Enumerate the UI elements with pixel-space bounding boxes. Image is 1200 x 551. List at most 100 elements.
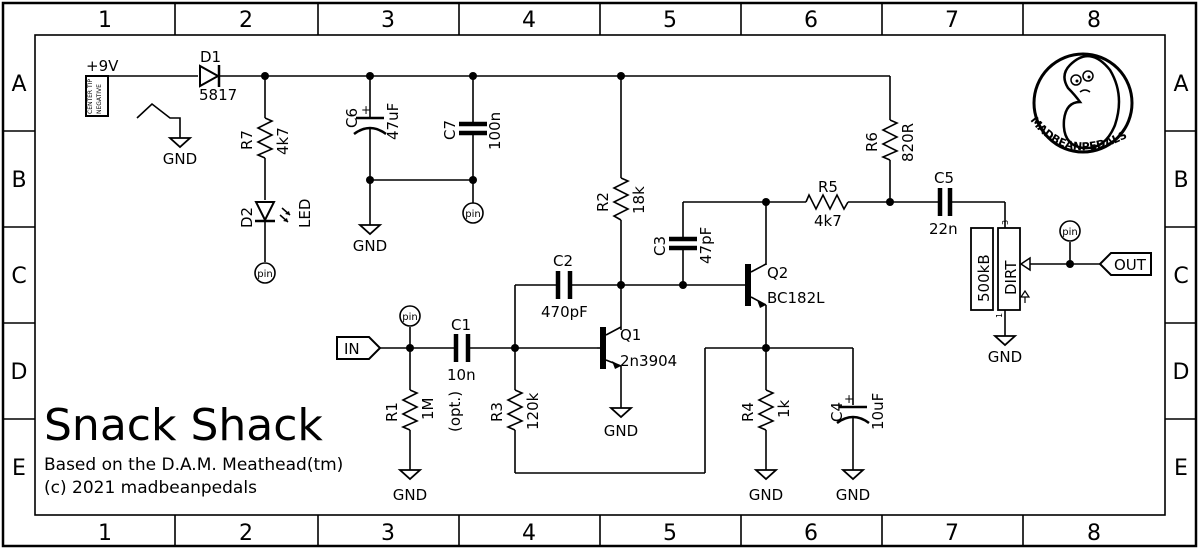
svg-text:GND: GND: [604, 422, 638, 440]
r7-value: 4k7: [274, 127, 292, 155]
c7-value: 100n: [486, 112, 504, 150]
c1-value: 10n: [447, 366, 476, 384]
output-label: OUT: [1114, 256, 1147, 274]
col-label: 2: [239, 8, 253, 33]
col-label: 8: [1087, 521, 1101, 546]
pin-c7: pin: [462, 202, 484, 224]
col-label: 6: [804, 521, 818, 546]
ground-icon: GND: [604, 407, 638, 440]
row-label: C: [1173, 264, 1188, 289]
power-label: +9V: [86, 57, 119, 75]
svg-text:GND: GND: [988, 348, 1022, 366]
ground-icon: GND: [163, 137, 197, 168]
pin-output: pin: [1059, 220, 1081, 242]
r6-value: 820R: [899, 123, 917, 162]
dc-jack: CENTER TIP NEGATIVE +9V: [85, 57, 119, 117]
c4-plus: +: [844, 392, 854, 406]
title-block: Snack Shack Based on the D.A.M. Meathead…: [44, 400, 343, 498]
c2-value: 470pF: [541, 303, 588, 321]
row-label: E: [12, 456, 26, 481]
r7-name: R7: [238, 130, 256, 150]
svg-text:pin: pin: [402, 312, 417, 323]
q1-name: Q1: [620, 326, 641, 344]
r3-name: R3: [488, 402, 506, 422]
d2-value: LED: [296, 199, 314, 228]
pot-pin3: 3: [1001, 220, 1010, 225]
col-label: 3: [381, 8, 395, 33]
project-subtitle: Based on the D.A.M. Meathead(tm): [44, 455, 343, 475]
copyright: (c) 2021 madbeanpedals: [44, 478, 257, 498]
row-label: D: [11, 360, 28, 385]
junctions: [261, 72, 1074, 352]
r3-value: 120k: [524, 392, 542, 430]
c1-name: C1: [451, 316, 471, 334]
pot-name: DIRT: [1002, 260, 1020, 295]
col-label: 8: [1087, 8, 1101, 33]
svg-text:GND: GND: [163, 150, 197, 168]
c6-name: C6: [343, 108, 361, 128]
jack-label: NEGATIVE: [96, 84, 103, 114]
col-label: 3: [381, 521, 395, 546]
ground-icon: GND: [988, 335, 1022, 366]
input-label: IN: [344, 340, 360, 358]
pin-input: pin: [399, 305, 421, 327]
resistor-r1: [400, 389, 419, 431]
r4-value: 1k: [775, 399, 793, 418]
transistor-q2: Q2 BC182L: [745, 263, 825, 308]
jack-label: CENTER TIP: [87, 79, 94, 114]
c3-value: 47pF: [697, 227, 715, 264]
q1-value: 2n3904: [620, 352, 677, 370]
row-label: A: [11, 72, 26, 97]
col-label: 4: [522, 8, 536, 33]
r2-name: R2: [594, 192, 612, 212]
c4-value: 10uF: [869, 393, 887, 430]
electrolytic-caps: + +: [353, 103, 870, 425]
grid-dividers: [3, 3, 1196, 546]
svg-text:GND: GND: [836, 486, 870, 504]
pins: pin pin pin pin: [254, 202, 1081, 327]
d1-name: D1: [200, 48, 221, 66]
ground-icon: GND: [353, 224, 387, 255]
row-label: B: [1173, 168, 1188, 193]
r1-name: R1: [383, 402, 401, 422]
c6-value: 47uF: [384, 103, 402, 140]
pin-led: pin: [254, 262, 276, 284]
resistor-r5: [805, 193, 849, 211]
row-label: A: [1173, 72, 1188, 97]
ground-symbols: GND GND GND GND GND GND GND: [163, 137, 1022, 504]
c6-plus: +: [361, 103, 371, 117]
input-port[interactable]: IN: [336, 336, 382, 360]
resistor-r2: [612, 177, 630, 221]
led-d2: D2 LED: [238, 199, 314, 228]
ground-icon: GND: [749, 469, 783, 504]
c5-name: C5: [934, 169, 954, 187]
svg-text:pin: pin: [1062, 227, 1077, 238]
d2-name: D2: [238, 207, 256, 228]
c4-name: C4: [828, 402, 846, 422]
col-label: 1: [98, 521, 112, 546]
svg-text:pin: pin: [465, 209, 480, 220]
direction-arrow-icon: [1019, 289, 1031, 298]
pot-value: 500kB: [975, 254, 993, 302]
potentiometer-dirt[interactable]: DIRT 500kB 3 1: [970, 220, 1031, 318]
pot-pin1: 1: [995, 313, 1004, 318]
output-port[interactable]: OUT: [1098, 252, 1152, 276]
diode-d1: D1 5817: [199, 48, 237, 104]
col-label: 4: [522, 521, 536, 546]
col-label: 1: [98, 8, 112, 33]
row-label: D: [1173, 360, 1190, 385]
r6-name: R6: [863, 132, 881, 152]
d1-value: 5817: [199, 86, 237, 104]
row-label: E: [1174, 456, 1188, 481]
q2-name: Q2: [767, 264, 788, 282]
row-label: B: [11, 168, 26, 193]
resistor-r3: [505, 389, 524, 431]
r2-value: 18k: [630, 186, 648, 214]
col-label: 5: [663, 521, 677, 546]
resistors: [255, 117, 899, 431]
project-title: Snack Shack: [44, 400, 323, 451]
resistor-r4: [756, 389, 775, 431]
resistor-r6: [880, 119, 899, 161]
capacitors: [453, 121, 953, 362]
